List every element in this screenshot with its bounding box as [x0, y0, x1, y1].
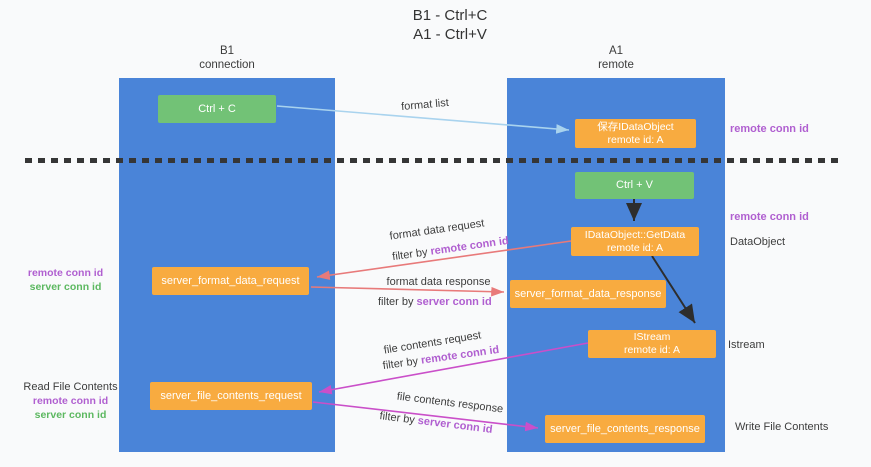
annotation-conn-ids-format: remote conn id server conn id — [18, 266, 113, 294]
server-conn-id-inline-1: server conn id — [416, 296, 492, 308]
lane-header-b1: B1 connection — [119, 44, 335, 72]
title-line-2: A1 - Ctrl+V — [413, 26, 487, 43]
flow-label-file-contents-response: file contents response — [396, 390, 504, 416]
box-save-idataobject-line2: remote id: A — [607, 133, 664, 146]
lane-header-a1: A1 remote — [507, 44, 725, 72]
annotation-remote-conn-id-left-1: remote conn id — [27, 267, 104, 279]
filter-by-text-1: filter by — [391, 245, 432, 264]
filter-by-text-4: filter by — [378, 410, 419, 427]
annotation-read-file-contents: Read File Contents — [23, 381, 118, 393]
flow-label-format-data-response: format data response — [386, 276, 491, 288]
box-getdata-line1: IDataObject::GetData — [584, 228, 686, 241]
remote-conn-id-inline-1: remote conn id — [429, 234, 510, 258]
box-server-file-contents-request: server_file_contents_request — [150, 382, 312, 410]
title-line-1: B1 - Ctrl+C — [412, 7, 488, 24]
annotation-server-conn-id-left-1: server conn id — [29, 281, 102, 293]
box-istream: IStream remote id: A — [588, 330, 716, 358]
filter-by-text-3: filter by — [382, 354, 422, 373]
lane-a1-name: A1 — [608, 45, 624, 57]
annotation-server-conn-id-left-2: server conn id — [34, 409, 107, 421]
box-ctrl-c: Ctrl + C — [158, 95, 276, 123]
lane-a1-role: remote — [598, 59, 634, 71]
diagram-title: B1 - Ctrl+C A1 - Ctrl+V — [350, 6, 550, 44]
annotation-dataobject: DataObject — [730, 236, 786, 248]
box-server-file-contents-response-label: server_file_contents_response — [550, 422, 700, 435]
box-server-file-contents-request-label: server_file_contents_request — [160, 389, 302, 402]
annotation-remote-conn-id-top: remote conn id — [730, 123, 809, 135]
phase-separator-dashed-line — [25, 158, 843, 163]
box-idataobject-getdata: IDataObject::GetData remote id: A — [571, 227, 699, 256]
box-server-format-data-request-label: server_format_data_request — [161, 274, 300, 287]
box-save-idataobject-line1: 保存IDataObject — [597, 120, 674, 133]
flow-label-format-list: format list — [400, 96, 450, 114]
annotation-remote-conn-id-left-2: remote conn id — [32, 395, 109, 407]
box-server-format-data-response-label: server_format_data_response — [514, 287, 662, 300]
box-server-format-data-request: server_format_data_request — [152, 267, 309, 295]
annotation-conn-ids-file: Read File Contents remote conn id server… — [18, 380, 123, 422]
box-ctrl-v: Ctrl + V — [575, 172, 694, 199]
lane-b1-name: B1 — [219, 45, 235, 57]
box-server-file-contents-response: server_file_contents_response — [545, 415, 705, 443]
filter-by-text-2: filter by — [378, 296, 417, 308]
box-istream-line2: remote id: A — [623, 344, 681, 356]
server-conn-id-inline-2: server conn id — [417, 414, 494, 436]
box-ctrl-v-label: Ctrl + V — [616, 179, 653, 191]
lane-b1-role: connection — [199, 59, 255, 71]
flow-label-filter-server-2: filter by server conn id — [378, 410, 495, 436]
annotation-istream: Istream — [728, 339, 765, 351]
box-server-format-data-response: server_format_data_response — [510, 280, 666, 308]
annotation-write-file-contents: Write File Contents — [735, 421, 829, 433]
box-save-idataobject: 保存IDataObject remote id: A — [575, 119, 696, 148]
annotation-remote-conn-id-mid: remote conn id — [730, 211, 809, 223]
box-istream-line1: IStream — [633, 331, 671, 343]
box-getdata-line2: remote id: A — [606, 241, 664, 254]
flow-label-filter-server-1: filter by server conn id — [378, 296, 492, 308]
box-ctrl-c-label: Ctrl + C — [198, 102, 236, 115]
